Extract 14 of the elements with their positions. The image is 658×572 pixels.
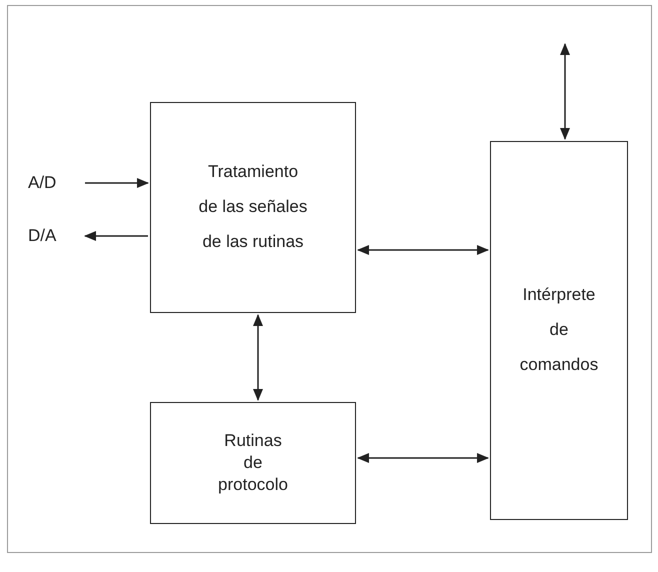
arrow (357, 453, 489, 463)
process-box (150, 102, 356, 313)
arrow (85, 178, 149, 188)
arrow (560, 43, 570, 140)
signal-label: D/A (28, 223, 56, 249)
arrow (357, 245, 489, 255)
box-label: Tratamiento de las señales de las rutinas (198, 161, 308, 253)
arrow (253, 314, 263, 401)
box-label: Intérprete de comandos (518, 284, 600, 376)
box-label: Rutinas de protocolo (217, 430, 289, 496)
arrow (84, 231, 148, 241)
process-box (490, 141, 628, 520)
process-box (150, 402, 356, 524)
signal-label: A/D (28, 170, 56, 196)
